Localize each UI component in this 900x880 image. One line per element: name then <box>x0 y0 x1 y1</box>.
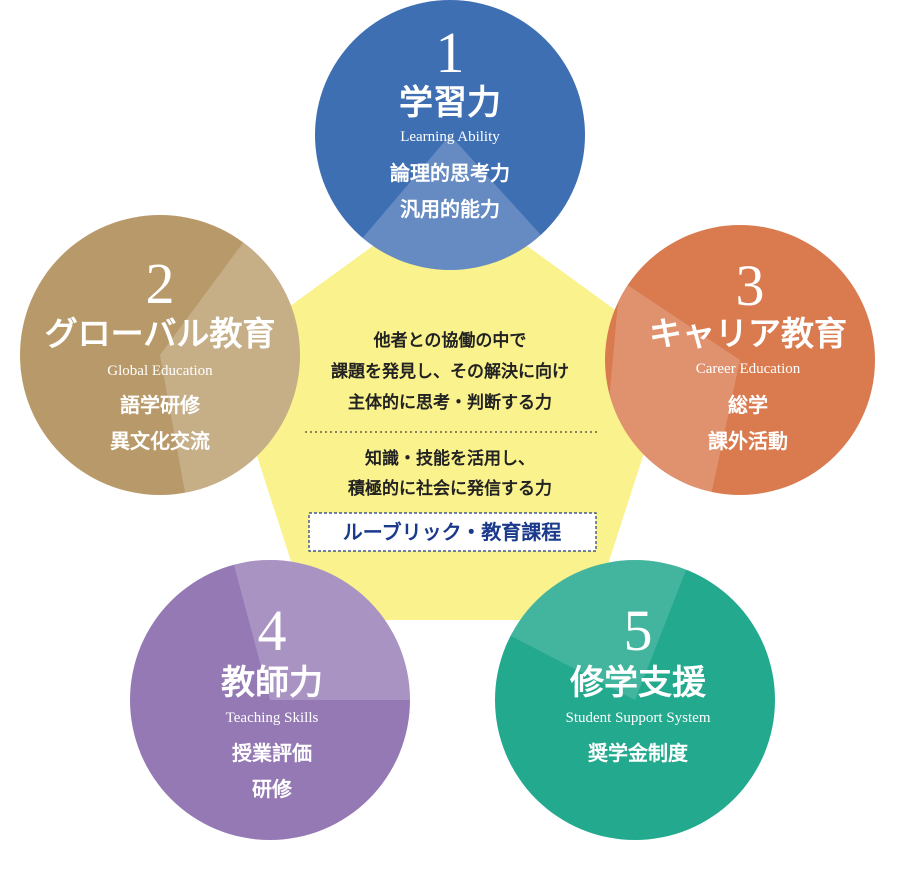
circle-2-number: 2 <box>146 251 175 316</box>
circle-2-detail-1: 語学研修 <box>120 393 201 417</box>
circle-1-title: 学習力 <box>399 83 501 123</box>
rubric-box <box>308 512 597 552</box>
circle-1-detail-1: 論理的思考力 <box>390 161 510 185</box>
center-line-3: 主体的に思考・判断する力 <box>348 392 552 413</box>
circle-1-english: Learning Ability <box>400 129 500 145</box>
center-line-5: 積極的に社会に発信する力 <box>348 478 552 499</box>
circle-4-detail-1: 授業評価 <box>232 741 312 765</box>
circle-4-english: Teaching Skills <box>226 710 319 726</box>
circle-career-education: 3 キャリア教育 Career Education 総学 課外活動 <box>605 225 875 495</box>
circle-5-detail-1: 奨学金制度 <box>587 741 689 765</box>
circle-3-title: キャリア教育 <box>649 314 847 353</box>
circle-1-number: 1 <box>436 20 465 85</box>
circle-5-number: 5 <box>624 598 653 663</box>
circle-5-title: 修学支援 <box>569 663 707 703</box>
circle-2-title: グローバル教育 <box>45 314 276 353</box>
center-line-2: 課題を発見し、その解決に向け <box>331 361 569 382</box>
circle-3-detail-1: 総学 <box>728 393 768 417</box>
circle-teaching-skills: 4 教師力 Teaching Skills 授業評価 研修 <box>130 560 410 840</box>
center-line-1: 他者との協働の中で <box>373 330 527 351</box>
circle-learning-ability: 1 学習力 Learning Ability 論理的思考力 汎用的能力 <box>315 0 585 270</box>
circle-3-number: 3 <box>736 253 765 318</box>
circle-3-english: Career Education <box>696 361 801 377</box>
circle-4-title: 教師力 <box>221 663 323 703</box>
circle-1-detail-2: 汎用的能力 <box>400 197 500 221</box>
circle-5-english: Student Support System <box>565 710 710 726</box>
center-line-4: 知識・技能を活用し、 <box>364 448 535 469</box>
center-text: 他者との協働の中で 課題を発見し、その解決に向け 主体的に思考・判断する力 知識… <box>305 330 597 552</box>
circle-2-detail-2: 異文化交流 <box>110 429 210 453</box>
circle-global-education: 2 グローバル教育 Global Education 語学研修 異文化交流 <box>20 215 300 495</box>
circle-3-detail-2: 課外活動 <box>708 429 788 453</box>
rubric-label: ルーブリック・教育課程 <box>343 520 561 544</box>
circle-4-detail-2: 研修 <box>252 777 293 801</box>
circle-4-number: 4 <box>258 598 287 663</box>
circle-2-english: Global Education <box>107 363 213 379</box>
